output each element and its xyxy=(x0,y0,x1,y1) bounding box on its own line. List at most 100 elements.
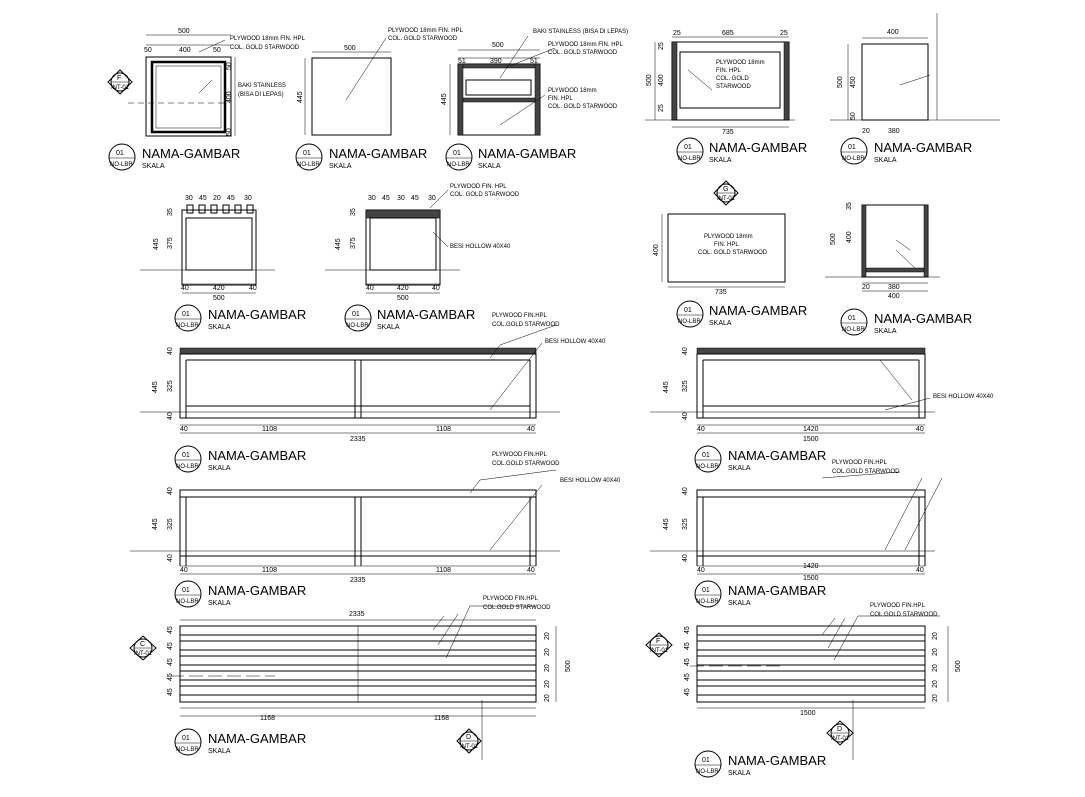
svg-text:01: 01 xyxy=(182,452,190,459)
title-block: 01 NO-LBR NAMA-GAMBAR SKALA xyxy=(174,580,306,608)
svg-text:20: 20 xyxy=(544,680,551,688)
svg-text:NO-LBR: NO-LBR xyxy=(842,156,865,162)
title-block: 01 NO-LBR NAMA-GAMBAR SKALA xyxy=(694,750,826,778)
svg-text:1168: 1168 xyxy=(434,715,449,722)
svg-text:445: 445 xyxy=(663,518,670,530)
svg-text:380: 380 xyxy=(888,128,900,135)
svg-text:SKALA: SKALA xyxy=(709,157,732,164)
svg-text:25: 25 xyxy=(658,104,665,112)
svg-text:445: 445 xyxy=(153,238,160,250)
svg-text:20: 20 xyxy=(932,694,939,702)
svg-text:1420: 1420 xyxy=(803,426,819,433)
svg-text:D: D xyxy=(466,734,471,741)
svg-text:325: 325 xyxy=(167,518,174,530)
title-block: 01 NO-LBR NAMA-GAMBAR SKALA xyxy=(676,300,807,328)
svg-text:35: 35 xyxy=(350,208,357,216)
svg-text:325: 325 xyxy=(682,518,689,530)
svg-text:420: 420 xyxy=(213,285,225,292)
svg-text:NAMA-GAMBAR: NAMA-GAMBAR xyxy=(208,583,306,598)
section-marker-f: F INT-01 xyxy=(645,632,673,658)
svg-text:20: 20 xyxy=(862,128,870,135)
svg-text:50: 50 xyxy=(850,112,857,120)
drawing-stool-side: 500 445 PLYWOOD 18mm FIN. HPL COL. GOLD … xyxy=(297,28,464,136)
svg-text:40: 40 xyxy=(167,487,174,495)
dim-50: 50 xyxy=(226,62,233,70)
svg-text:325: 325 xyxy=(167,380,174,392)
svg-text:45: 45 xyxy=(411,195,419,202)
svg-text:25: 25 xyxy=(673,30,681,37)
svg-text:INT-01: INT-01 xyxy=(460,744,479,750)
svg-text:685: 685 xyxy=(722,30,734,37)
dim-50: 50 xyxy=(213,47,221,54)
svg-text:445: 445 xyxy=(441,93,448,105)
svg-text:BESI HOLLOW 40X40: BESI HOLLOW 40X40 xyxy=(560,478,621,484)
svg-text:25: 25 xyxy=(780,30,788,37)
svg-text:FIN. HPL: FIN. HPL xyxy=(714,242,739,248)
svg-text:PLYWOOD FIN.HPL: PLYWOOD FIN.HPL xyxy=(483,596,539,602)
svg-text:40: 40 xyxy=(697,426,705,433)
svg-text:445: 445 xyxy=(297,91,304,103)
svg-text:51: 51 xyxy=(458,58,466,65)
svg-text:INT-01: INT-01 xyxy=(134,651,153,657)
svg-text:1168: 1168 xyxy=(260,715,275,722)
svg-text:40: 40 xyxy=(181,285,189,292)
svg-text:45: 45 xyxy=(684,688,691,696)
svg-text:20: 20 xyxy=(932,648,939,656)
drawing-stool-plan: 500 50 400 50 50 400 50 PLYWOOD 18mm FIN… xyxy=(107,28,306,137)
svg-text:40: 40 xyxy=(682,487,689,495)
svg-text:40: 40 xyxy=(249,285,257,292)
svg-text:45: 45 xyxy=(167,642,174,650)
svg-text:PLYWOOD FIN. HPL: PLYWOOD FIN. HPL xyxy=(450,184,507,190)
svg-text:SKALA: SKALA xyxy=(208,748,231,755)
svg-text:445: 445 xyxy=(152,518,159,530)
svg-text:45: 45 xyxy=(167,688,174,696)
svg-text:45: 45 xyxy=(684,658,691,666)
title-block: 01 NO-LBR NAMA-GAMBAR SKALA xyxy=(295,143,427,171)
section-marker-d: D INT-01 xyxy=(826,720,854,746)
svg-text:400: 400 xyxy=(888,293,900,300)
svg-text:400: 400 xyxy=(887,29,899,36)
section-marker-c: C INT-01 xyxy=(129,635,157,661)
svg-text:445: 445 xyxy=(663,381,670,393)
svg-text:STARWOOD: STARWOOD xyxy=(716,84,751,90)
svg-text:45: 45 xyxy=(167,658,174,666)
svg-text:1500: 1500 xyxy=(803,575,819,582)
svg-text:BESI HOLLOW 40X40: BESI HOLLOW 40X40 xyxy=(933,394,994,400)
drawing-bench-section-small: 30 45 30 45 30 PLYWOOD FIN. HPL COL. GOL… xyxy=(325,184,520,302)
svg-text:20: 20 xyxy=(932,680,939,688)
svg-text:400: 400 xyxy=(658,74,665,86)
title-block: 01 NO-LBR NAMA-GAMBAR SKALA xyxy=(174,445,306,473)
svg-text:40: 40 xyxy=(682,347,689,355)
drawing-cabinet-side: 400 500 450 50 20 380 xyxy=(830,13,1000,135)
svg-text:NO-LBR: NO-LBR xyxy=(696,599,719,605)
svg-text:40: 40 xyxy=(366,285,374,292)
svg-text:NAMA-GAMBAR: NAMA-GAMBAR xyxy=(208,731,306,746)
svg-text:INT-01: INT-01 xyxy=(650,648,669,654)
svg-text:NO-LBR: NO-LBR xyxy=(176,747,199,753)
drawing-stool-section: 500 51 390 51 445 BAKI STAINLESS (BISA D… xyxy=(441,29,628,136)
svg-text:35: 35 xyxy=(167,208,174,216)
svg-text:01: 01 xyxy=(684,144,692,151)
svg-text:01: 01 xyxy=(702,757,710,764)
svg-text:NAMA-GAMBAR: NAMA-GAMBAR xyxy=(874,140,972,155)
svg-text:40: 40 xyxy=(180,426,188,433)
note-baki: BAKI STAINLESS xyxy=(238,83,286,89)
title-block: 01 NO-LBR NAMA-GAMBAR SKALA xyxy=(108,143,240,171)
svg-text:COL. GOLD: COL. GOLD xyxy=(716,76,749,82)
svg-text:PLYWOOD 18mm: PLYWOOD 18mm xyxy=(548,88,597,94)
svg-text:SKALA: SKALA xyxy=(142,163,165,170)
drawing-slat-plan-right: PLYWOOD FIN.HPL COL.GOLD STARWOOD 1500 5… xyxy=(645,603,962,760)
svg-text:40: 40 xyxy=(432,285,440,292)
svg-text:40: 40 xyxy=(527,426,535,433)
dim-400: 400 xyxy=(226,91,233,103)
drawing-long-bench-section-right: BESI HOLLOW 40X40 40 1420 40 1500 445 32… xyxy=(650,347,994,443)
svg-text:NAMA-GAMBAR: NAMA-GAMBAR xyxy=(208,448,306,463)
svg-text:SKALA: SKALA xyxy=(709,320,732,327)
drawing-cabinet-section: 25 685 25 735 500 25 400 25 PLYWOOD 18mm… xyxy=(645,30,795,136)
svg-text:400: 400 xyxy=(653,244,660,256)
dim-500: 500 xyxy=(178,28,190,35)
svg-text:375: 375 xyxy=(350,237,357,249)
svg-text:40: 40 xyxy=(682,554,689,562)
svg-text:450: 450 xyxy=(850,76,857,88)
svg-text:325: 325 xyxy=(682,380,689,392)
